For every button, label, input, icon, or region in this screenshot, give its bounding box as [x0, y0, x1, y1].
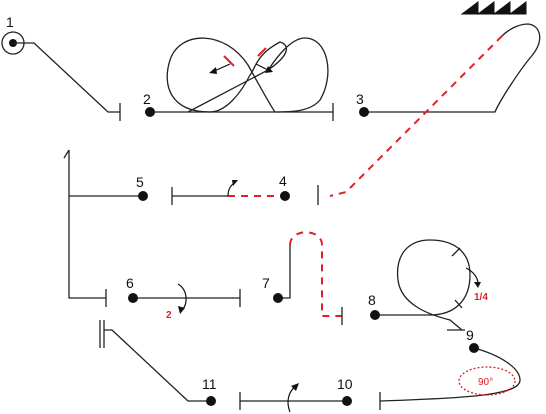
- station-9: [469, 343, 479, 353]
- station-5: [138, 191, 148, 201]
- rotate-arrow-icon-d: [177, 283, 187, 314]
- angle-ellipse: [458, 366, 516, 396]
- rotate-arrow-icon-c: [227, 180, 238, 197]
- station-8: [370, 310, 380, 320]
- figure-eight-loop: [166, 37, 329, 113]
- rotate-arrow-icon-b: [255, 63, 273, 73]
- station-10: [342, 396, 352, 406]
- label-station-4: 4: [279, 173, 287, 189]
- station-11: [206, 396, 216, 406]
- rotation-label-2: 2: [166, 310, 172, 321]
- sawtooth-icon: [460, 1, 527, 15]
- vertical-connector-5-6: [68, 150, 106, 299]
- label-station-9: 9: [466, 327, 474, 343]
- label-station-2: 2: [143, 91, 151, 107]
- station-3: [359, 107, 369, 117]
- dashed-hairpin-7: [289, 231, 342, 317]
- figure-eight-red-right: [257, 47, 267, 57]
- station-2: [145, 107, 155, 117]
- loop-tick-b: [454, 299, 463, 309]
- station-6: [128, 293, 138, 303]
- segment-3: [364, 23, 541, 113]
- label-station-1: 1: [6, 14, 14, 30]
- rotate-arrow-icon-f: [287, 383, 299, 413]
- vertical-top-hook: [63, 149, 70, 159]
- angle-label: 90°: [478, 377, 493, 388]
- segment-8: [375, 239, 471, 331]
- label-station-5: 5: [136, 174, 144, 190]
- label-station-8: 8: [368, 292, 376, 308]
- dashed-connector-3-4: [329, 35, 503, 197]
- label-station-10: 10: [337, 376, 353, 392]
- segment-11: [104, 329, 211, 402]
- rotate-arrow-icon-e: [465, 267, 481, 288]
- figure-eight-red-left: [223, 55, 235, 67]
- label-station-6: 6: [126, 275, 134, 291]
- rotate-arrow-icon-a: [209, 63, 231, 74]
- segment-7: [278, 245, 291, 299]
- label-station-3: 3: [356, 91, 364, 107]
- rotation-label-quarter: 1/4: [474, 292, 488, 303]
- segment-9: [379, 347, 521, 402]
- label-station-7: 7: [262, 275, 270, 291]
- loop-tick-a: [451, 247, 461, 257]
- label-station-11: 11: [202, 376, 217, 392]
- station-4: [280, 191, 290, 201]
- station-7: [273, 293, 283, 303]
- segment-1: [13, 42, 120, 113]
